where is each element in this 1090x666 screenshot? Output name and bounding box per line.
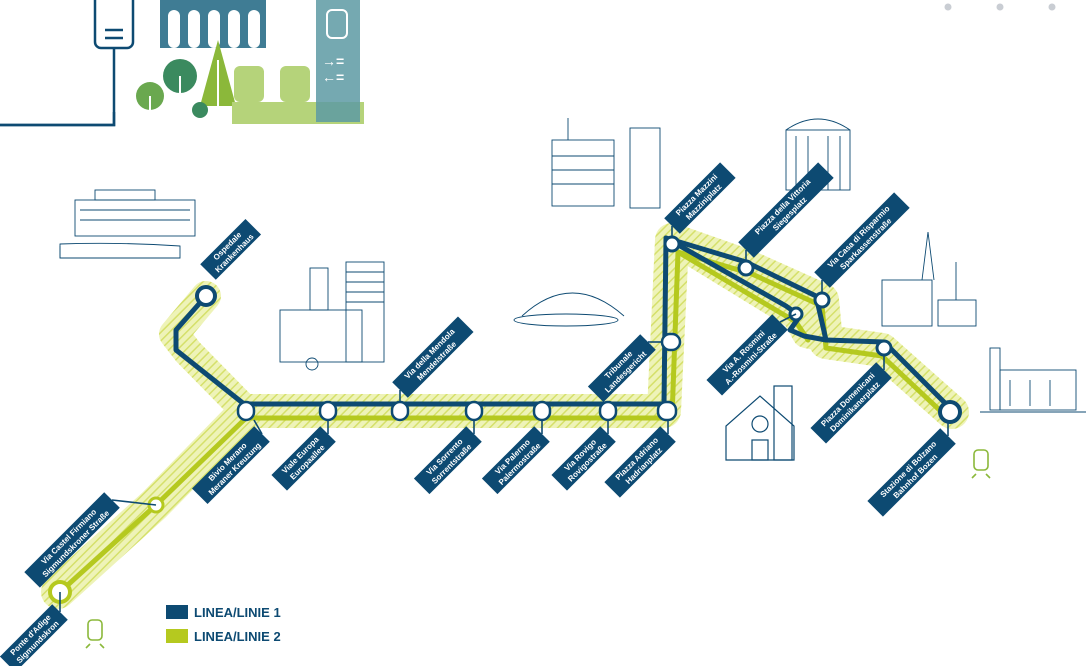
label-leaders [59, 226, 949, 612]
label-box [810, 362, 892, 444]
svg-text:←=: ←= [322, 69, 344, 85]
stop-bivio-merano[interactable] [236, 400, 256, 422]
bus-stop-sign-icon [93, 0, 135, 50]
label-box [664, 162, 736, 234]
legend-item-line-2: LINEA/LINIE 2 [166, 624, 281, 648]
stop-piazza-mazzini[interactable] [663, 235, 681, 253]
label-box [0, 604, 68, 666]
stop-terminus-ospedale[interactable] [195, 285, 217, 307]
stop-via-casa-di-risparmio[interactable] [813, 291, 831, 309]
tram-info-panel-icon: →= ←= [316, 0, 360, 122]
stop-via-della-mendola[interactable] [390, 400, 410, 422]
label-box [413, 426, 482, 495]
label-box [814, 192, 910, 288]
legend-label: LINEA/LINIE 2 [194, 628, 281, 644]
label-box [551, 426, 616, 491]
label-box [191, 426, 270, 505]
station-name-it: Via Casa di Risparmio [826, 204, 892, 270]
pagination-dots[interactable] [944, 3, 1056, 11]
label-box [604, 426, 676, 498]
dominican-church-icon [725, 385, 795, 461]
stop-terminus-stazione[interactable] [938, 400, 962, 424]
label-box [392, 316, 474, 398]
stop-piazza-domenicani[interactable] [875, 339, 893, 357]
cathedral-building-icon [881, 231, 977, 327]
svg-text:→=: →= [322, 53, 344, 69]
stop-markers[interactable] [48, 235, 962, 604]
header-illustration: →= ←= [0, 0, 364, 127]
label-box [867, 428, 956, 517]
label-box [738, 162, 834, 258]
arcade-building-icon [160, 0, 266, 48]
line-1-swatch [166, 605, 188, 619]
label-box [481, 426, 550, 495]
legend-item-line-1: LINEA/LINIE 1 [166, 600, 281, 624]
stop-piazza-della-vittoria[interactable] [737, 259, 755, 277]
label-box [24, 492, 120, 588]
map-legend: LINEA/LINIE 1 LINEA/LINIE 2 [166, 600, 281, 648]
tram-icon [971, 449, 991, 479]
line-2-swatch [166, 629, 188, 643]
dome-building-icon [513, 292, 625, 327]
radio-building-icon [551, 118, 661, 209]
legend-label: LINEA/LINIE 1 [194, 604, 281, 620]
stop-piazza-adriano[interactable] [656, 400, 678, 422]
station-building-icon [980, 347, 1086, 413]
trees-icon [136, 40, 236, 122]
tram-icon [85, 619, 105, 649]
stop-tribunale[interactable] [660, 332, 682, 352]
hospital-building-icon [59, 189, 196, 259]
label-box [271, 426, 336, 491]
tower-building-icon [279, 261, 385, 371]
label-box [587, 334, 656, 403]
stop-via-rovigo[interactable] [598, 400, 618, 422]
label-box [706, 314, 788, 396]
stop-via-sorrento[interactable] [464, 400, 484, 422]
label-box [200, 218, 262, 280]
stop-viale-europa[interactable] [318, 400, 338, 422]
stop-via-palermo[interactable] [532, 400, 552, 422]
